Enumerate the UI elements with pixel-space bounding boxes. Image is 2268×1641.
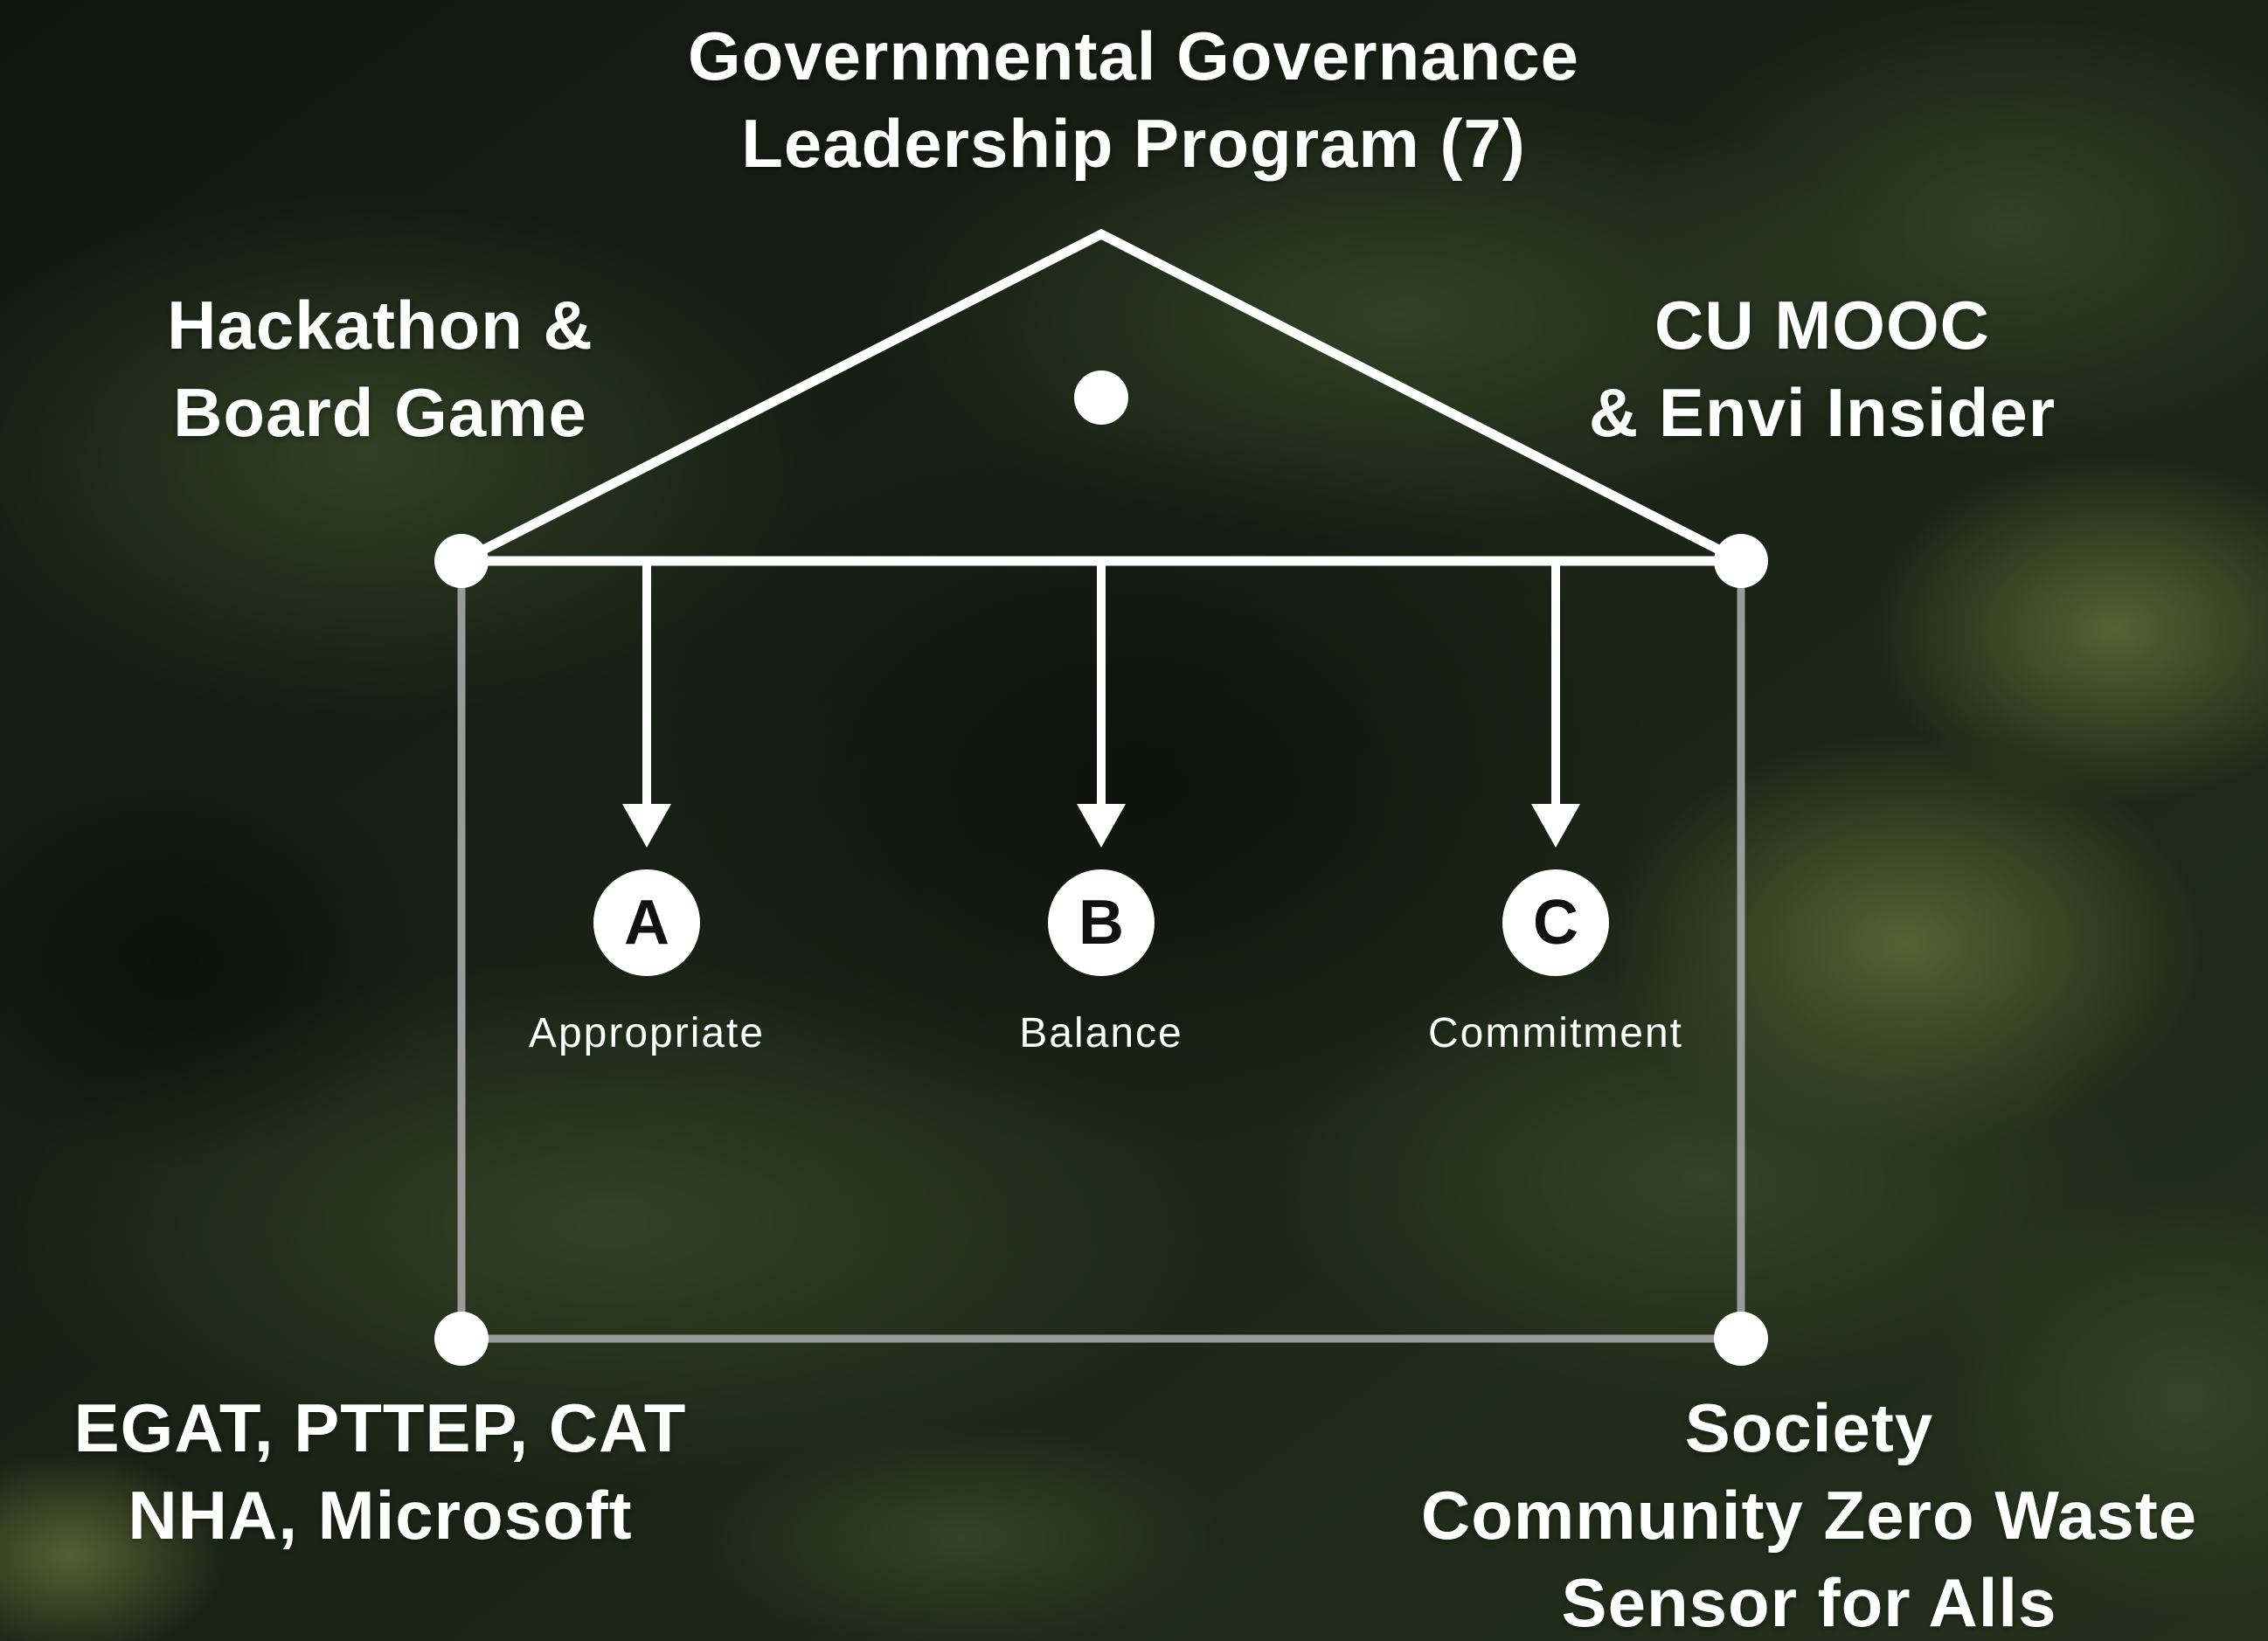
- corner-dot-top-right: [1714, 534, 1768, 588]
- roof-line: [459, 228, 1744, 565]
- arrow-c-head: [1531, 804, 1580, 848]
- arrow-a-head: [622, 804, 671, 848]
- principle-label-appropriate: Appropriate: [528, 1010, 766, 1056]
- arrow-b-head: [1077, 804, 1126, 848]
- corner-dot-top-left: [434, 534, 489, 588]
- corner-dot-bottom-left: [434, 1312, 489, 1366]
- program-title-line2: Leadership Program (7): [741, 105, 1526, 182]
- principle-node-b: B: [1048, 869, 1155, 976]
- bottom-left-label-line1: EGAT, PTTEP, CAT: [73, 1389, 687, 1466]
- top-right-label-line2: & Envi Insider: [1588, 374, 2056, 451]
- bottom-left-label: EGAT, PTTEP, CAT NHA, Microsoft: [17, 1384, 743, 1559]
- roof-dot: [1074, 370, 1128, 425]
- principle-label-balance: Balance: [1019, 1010, 1183, 1056]
- top-right-label: CU MOOC & Envi Insider: [1538, 281, 2106, 456]
- principle-node-a: A: [593, 869, 700, 976]
- top-left-label: Hackathon & Board Game: [79, 281, 682, 456]
- program-title-line1: Governmental Governance: [687, 17, 1579, 94]
- principle-node-c: C: [1502, 869, 1609, 976]
- top-left-label-line2: Board Game: [173, 374, 587, 451]
- bottom-right-label-line2: Community Zero Waste: [1420, 1477, 2198, 1554]
- top-right-label-line1: CU MOOC: [1654, 287, 1990, 364]
- corner-dot-bottom-right: [1714, 1312, 1768, 1366]
- bottom-right-label: Society Community Zero Waste Sensor for …: [1359, 1384, 2259, 1641]
- bottom-left-label-line2: NHA, Microsoft: [128, 1477, 633, 1554]
- bottom-right-label-line3: Sensor for Alls: [1561, 1564, 2057, 1641]
- bottom-right-label-line1: Society: [1684, 1389, 1934, 1466]
- principle-label-commitment: Commitment: [1427, 1010, 1684, 1056]
- program-title: Governmental Governance Leadership Progr…: [565, 12, 1702, 187]
- top-left-label-line1: Hackathon &: [167, 287, 593, 364]
